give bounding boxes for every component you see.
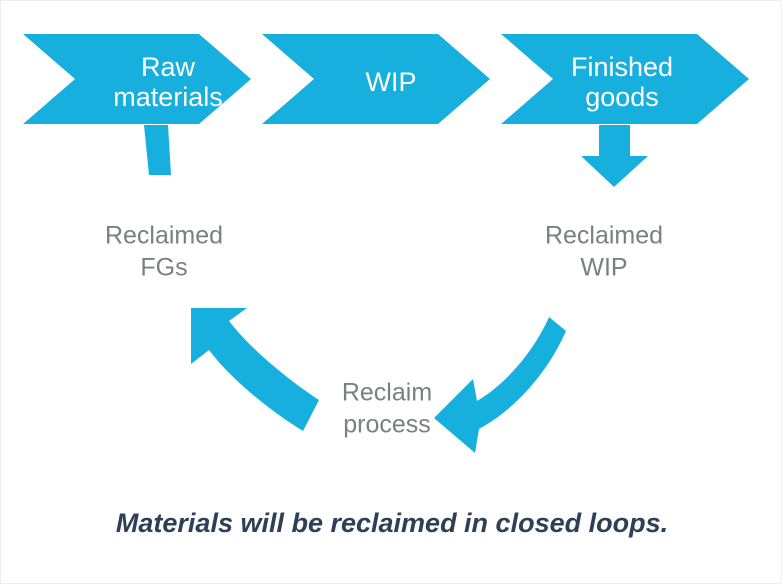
connector-reclaim-intake-arrow-icon	[434, 317, 566, 453]
chevron-label-raw-materials-line2: materials	[113, 82, 223, 112]
connector-finished-goods-down-arrow-icon	[581, 125, 648, 187]
chevron-label-finished-goods-line2: goods	[585, 82, 659, 112]
chevron-shape-raw-materials[interactable]	[23, 34, 251, 124]
node-reclaim-process-line2: process	[343, 411, 431, 439]
chevron-shape-wip[interactable]	[262, 34, 490, 124]
chevron-label-finished-goods-line1: Finished	[571, 52, 673, 82]
note-reclaimed-wip-line2: WIP	[580, 254, 627, 282]
chevron-label-wip-line1: WIP	[366, 67, 417, 97]
chevron-label-raw-materials-line1: Raw	[141, 52, 196, 82]
note-reclaimed-wip-line1: Reclaimed	[545, 222, 663, 250]
note-reclaimed-fgs-line1: Reclaimed	[105, 222, 223, 250]
note-reclaimed-fgs-line2: FGs	[140, 254, 187, 282]
connector-raw-materials-stub-icon	[144, 125, 171, 175]
chevron-shape-finished-goods[interactable]	[501, 34, 749, 124]
node-reclaim-process-line1: Reclaim	[342, 379, 432, 407]
slide-caption: Materials will be reclaimed in closed lo…	[116, 508, 668, 538]
connector-reclaim-return-arrow-icon	[191, 308, 319, 431]
